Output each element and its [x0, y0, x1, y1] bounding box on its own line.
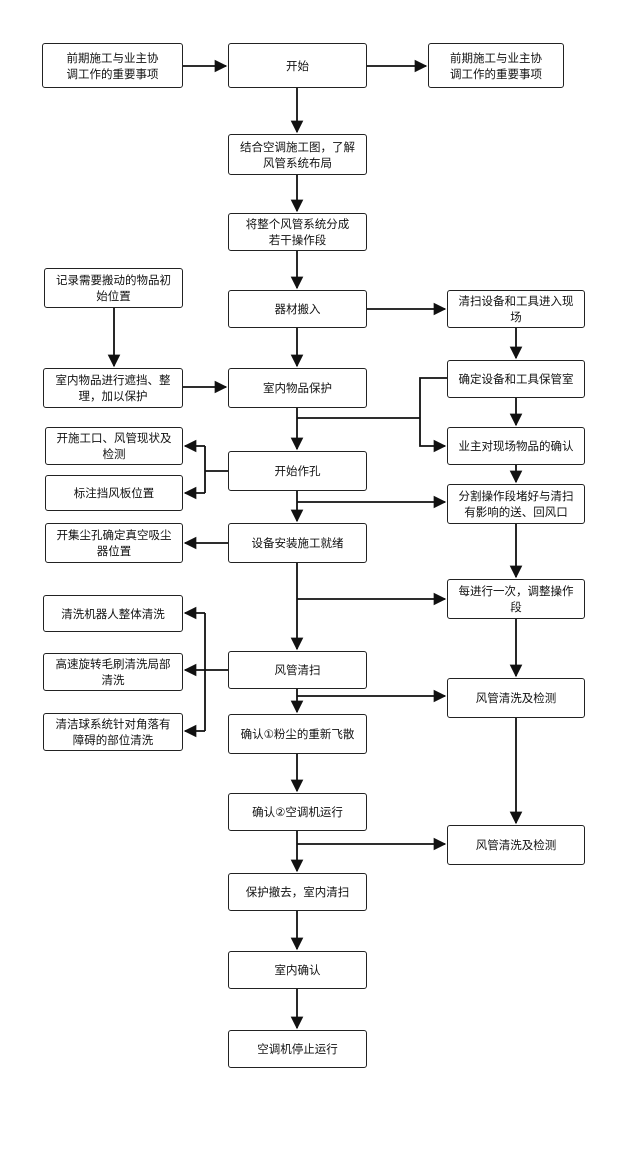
node-n_r3-text: 确定设备和工具保管室 — [458, 372, 574, 386]
node-n_r6-text: 每进行一次，调整操作段 — [458, 584, 574, 614]
node-n_r1: 前期施工与业主协调工作的重要事项 — [428, 43, 564, 88]
node-n_l3: 室内物品进行遮挡、整理，加以保护 — [43, 368, 183, 408]
node-n_c11-text: 保护撤去，室内清扫 — [245, 885, 350, 899]
node-n_l4-text: 开施工口、风管现状及检测 — [56, 431, 172, 461]
node-n_l9: 清洁球系统针对角落有障碍的部位清洗 — [43, 713, 183, 751]
node-n_r7-text: 风管清洗及检测 — [475, 691, 557, 705]
node-n_c3: 将整个风管系统分成若干操作段 — [228, 213, 367, 251]
node-n_c2-text: 结合空调施工图，了解风管系统布局 — [240, 139, 355, 170]
node-n_c11: 保护撤去，室内清扫 — [228, 873, 367, 911]
node-n_l1-text: 前期施工与业主协调工作的重要事项 — [66, 50, 159, 81]
node-n_l8-text: 高速旋转毛刷清洗局部清洗 — [55, 657, 171, 687]
node-n_c5-text: 室内物品保护 — [263, 381, 332, 395]
node-n_c4: 器材搬入 — [228, 290, 367, 328]
node-n_c13-text: 空调机停止运行 — [257, 1042, 338, 1056]
node-n_l1: 前期施工与业主协调工作的重要事项 — [42, 43, 183, 88]
node-n_c8-text: 风管清扫 — [274, 663, 321, 677]
node-n_c12: 室内确认 — [228, 951, 367, 989]
node-n_l8: 高速旋转毛刷清洗局部清洗 — [43, 653, 183, 691]
node-n_c8: 风管清扫 — [228, 651, 367, 689]
node-n_r5: 分割操作段堵好与清扫有影响的送、回风口 — [447, 484, 585, 524]
connector-11 — [419, 377, 447, 453]
node-n_c6-text: 开始作孔 — [274, 464, 321, 478]
node-n_r6: 每进行一次，调整操作段 — [447, 579, 585, 619]
node-n_l6: 开集尘孔确定真空吸尘器位置 — [45, 523, 183, 563]
node-n_c6: 开始作孔 — [228, 451, 367, 491]
node-n_start: 开始 — [228, 43, 367, 88]
node-n_c2: 结合空调施工图，了解风管系统布局 — [228, 134, 367, 175]
node-n_c7-text: 设备安装施工就绪 — [251, 536, 344, 550]
node-n_l7-text: 清洗机器人整体清洗 — [61, 606, 165, 621]
node-n_r2: 清扫设备和工具进入现场 — [447, 290, 585, 328]
node-n_r1-text: 前期施工与业主协调工作的重要事项 — [450, 50, 542, 81]
node-n_l2: 记录需要搬动的物品初始位置 — [44, 268, 183, 308]
node-n_c9: 确认①粉尘的重新飞散 — [228, 714, 367, 754]
node-n_r4: 业主对现场物品的确认 — [447, 427, 585, 465]
node-n_r7: 风管清洗及检测 — [447, 678, 585, 718]
node-n_c12-text: 室内确认 — [274, 963, 321, 977]
node-n_r3: 确定设备和工具保管室 — [447, 360, 585, 398]
node-n_c3-text: 将整个风管系统分成若干操作段 — [245, 217, 350, 247]
node-n_r8-text: 风管清洗及检测 — [475, 838, 557, 852]
node-n_l9-text: 清洁球系统针对角落有障碍的部位清洗 — [55, 717, 171, 747]
node-n_r2-text: 清扫设备和工具进入现场 — [458, 294, 574, 324]
node-n_r8: 风管清洗及检测 — [447, 825, 585, 865]
node-n_l5: 标注挡风板位置 — [45, 475, 183, 511]
node-n_l7: 清洗机器人整体清洗 — [43, 595, 183, 632]
node-n_c10: 确认②空调机运行 — [228, 793, 367, 831]
node-n_c10-text: 确认②空调机运行 — [252, 805, 343, 819]
node-n_r4-text: 业主对现场物品的确认 — [458, 439, 574, 453]
node-n_c9-text: 确认①粉尘的重新飞散 — [240, 727, 355, 741]
node-n_c4-text: 器材搬入 — [274, 302, 321, 316]
node-n_l3-text: 室内物品进行遮挡、整理，加以保护 — [55, 373, 171, 403]
node-n_l5-text: 标注挡风板位置 — [73, 486, 155, 500]
node-n_c7: 设备安装施工就绪 — [228, 523, 367, 563]
node-n_start-text: 开始 — [286, 58, 309, 73]
node-n_c5: 室内物品保护 — [228, 368, 367, 408]
node-n_l6-text: 开集尘孔确定真空吸尘器位置 — [56, 528, 172, 558]
node-n_r5-text: 分割操作段堵好与清扫有影响的送、回风口 — [458, 489, 574, 519]
node-n_c13: 空调机停止运行 — [228, 1030, 367, 1068]
node-n_l2-text: 记录需要搬动的物品初始位置 — [56, 273, 171, 303]
node-n_l4: 开施工口、风管现状及检测 — [45, 427, 183, 465]
